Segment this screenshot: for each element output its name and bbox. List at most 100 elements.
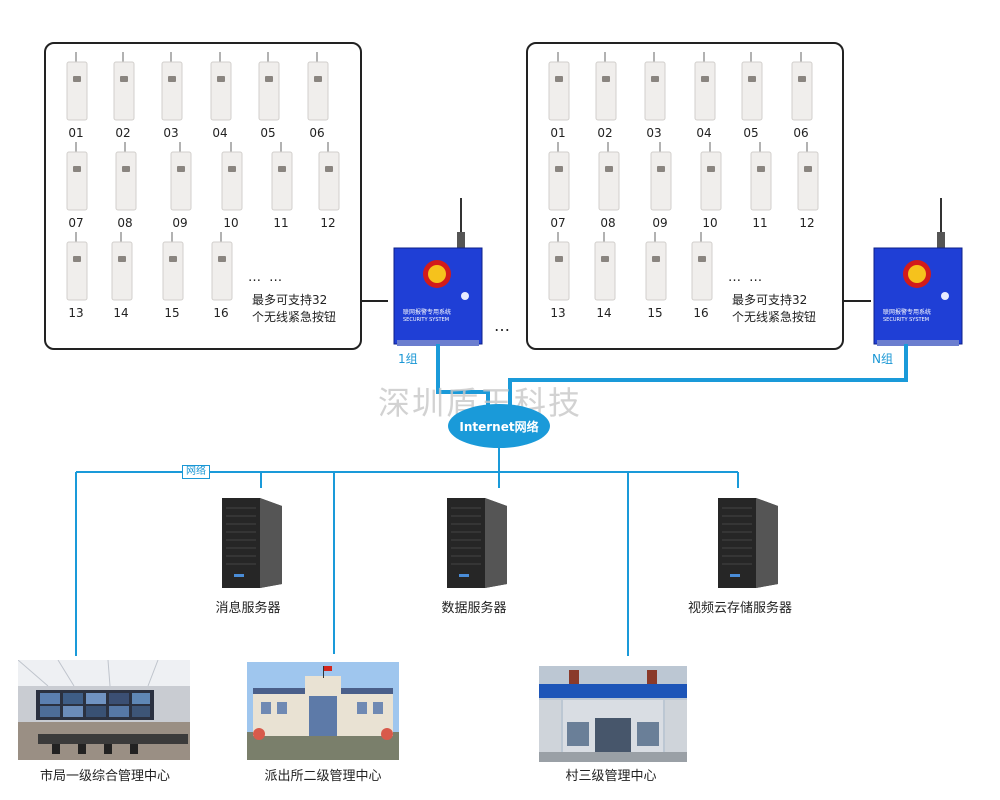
emergency-button-icon — [318, 142, 340, 211]
emergency-button-icon — [741, 52, 763, 121]
emergency-button: 15 — [146, 230, 198, 322]
capacity-caption: 最多可支持32 个无线紧急按钮 — [252, 292, 336, 326]
emergency-button-icon — [170, 142, 192, 211]
emergency-button-icon — [162, 232, 184, 301]
emergency-button-number: 06 — [793, 126, 809, 140]
capacity-caption-line1: 最多可支持32 — [252, 293, 328, 307]
group-1-connector — [360, 300, 388, 302]
capacity-caption-line2: 个无线紧急按钮 — [732, 310, 817, 324]
emergency-button: 16 — [675, 230, 727, 322]
emergency-button: 05 — [725, 50, 777, 142]
village-center-label: 村三级管理中心 — [565, 769, 657, 784]
emergency-button-icon — [210, 52, 232, 121]
emergency-button-number: 13 — [68, 306, 84, 320]
emergency-button: 12 — [781, 140, 833, 232]
emergency-button-number: 15 — [164, 306, 180, 320]
emergency-button-number: 02 — [597, 126, 613, 140]
emergency-button: 13 — [50, 230, 102, 322]
emergency-button: 06 — [291, 50, 343, 142]
group-n-connector — [843, 300, 871, 302]
emergency-button: 08 — [582, 140, 634, 232]
emergency-button-icon — [700, 142, 722, 211]
emergency-button-number: 09 — [652, 216, 668, 230]
emergency-button-number: 10 — [223, 216, 239, 230]
emergency-button-icon — [115, 142, 137, 211]
emergency-button-number: 12 — [320, 216, 336, 230]
emergency-button: 12 — [302, 140, 354, 232]
emergency-button: 02 — [579, 50, 631, 142]
emergency-button-number: 03 — [163, 126, 179, 140]
gap-dots: … — [494, 316, 512, 335]
police-station-label: 派出所二级管理中心 — [264, 769, 382, 784]
emergency-button-icon — [221, 142, 243, 211]
emergency-button-number: 13 — [550, 306, 566, 320]
emergency-button-icon — [797, 142, 819, 211]
emergency-button-number: 04 — [212, 126, 228, 140]
emergency-button-number: 05 — [260, 126, 276, 140]
emergency-button-number: 04 — [696, 126, 712, 140]
more-dots: … … — [248, 270, 285, 285]
message-server-label: 消息服务器 — [215, 601, 281, 616]
emergency-button: 11 — [734, 140, 786, 232]
emergency-button-number: 07 — [68, 216, 84, 230]
emergency-button: 04 — [194, 50, 246, 142]
emergency-button-icon — [791, 52, 813, 121]
capacity-caption-line1: 最多可支持32 — [732, 293, 808, 307]
emergency-button: 11 — [255, 140, 307, 232]
emergency-button-number: 07 — [550, 216, 566, 230]
emergency-button-icon — [595, 52, 617, 121]
emergency-button-number: 15 — [647, 306, 663, 320]
alarm-host-1-subtitle: SECURITY SYSTEM — [403, 317, 450, 323]
emergency-button-number: 12 — [799, 216, 815, 230]
emergency-button-number: 14 — [113, 306, 129, 320]
emergency-button-icon — [594, 232, 616, 301]
data-server-icon — [437, 494, 515, 590]
emergency-button: 09 — [154, 140, 206, 232]
emergency-button-icon — [598, 142, 620, 211]
emergency-button: 09 — [634, 140, 686, 232]
emergency-button-icon — [650, 142, 672, 211]
emergency-button-icon — [66, 232, 88, 301]
emergency-button-icon — [211, 232, 233, 301]
emergency-button-number: 01 — [68, 126, 84, 140]
emergency-button-number: 11 — [273, 216, 289, 230]
emergency-button-number: 14 — [596, 306, 612, 320]
emergency-button-number: 11 — [752, 216, 768, 230]
emergency-button-number: 08 — [117, 216, 133, 230]
emergency-button-icon — [66, 52, 88, 121]
emergency-button-icon — [307, 52, 329, 121]
emergency-button-icon — [691, 232, 713, 301]
emergency-button: 16 — [195, 230, 247, 322]
emergency-button-icon — [694, 52, 716, 121]
emergency-button-number: 01 — [550, 126, 566, 140]
emergency-button-icon — [750, 142, 772, 211]
emergency-button: 10 — [684, 140, 736, 232]
emergency-button: 04 — [678, 50, 730, 142]
emergency-button-number: 05 — [743, 126, 759, 140]
emergency-button: 05 — [242, 50, 294, 142]
emergency-button: 13 — [532, 230, 584, 322]
emergency-button-number: 09 — [172, 216, 188, 230]
emergency-button-icon — [161, 52, 183, 121]
message-server-icon — [212, 494, 290, 590]
emergency-button: 15 — [629, 230, 681, 322]
network-tag: 网络 — [182, 465, 210, 479]
emergency-button: 07 — [50, 140, 102, 232]
emergency-button-icon — [113, 52, 135, 121]
city-command-center-photo — [18, 660, 190, 760]
capacity-caption-line2: 个无线紧急按钮 — [252, 310, 337, 324]
emergency-button: 14 — [95, 230, 147, 322]
city-center-label: 市局一级综合管理中心 — [39, 769, 170, 784]
emergency-button: 03 — [628, 50, 680, 142]
alarm-host-1-title: 联网报警专用系统 — [403, 309, 452, 316]
emergency-button-number: 10 — [702, 216, 718, 230]
video-storage-server-label: 视频云存储服务器 — [687, 601, 792, 616]
emergency-button-icon — [644, 52, 666, 121]
alarm-host-n-title: 联网报警专用系统 — [883, 309, 932, 316]
emergency-button-icon — [548, 142, 570, 211]
data-server-label: 数据服务器 — [441, 601, 507, 616]
internet-cloud: Internet网络 — [448, 404, 550, 448]
emergency-button-number: 16 — [693, 306, 709, 320]
